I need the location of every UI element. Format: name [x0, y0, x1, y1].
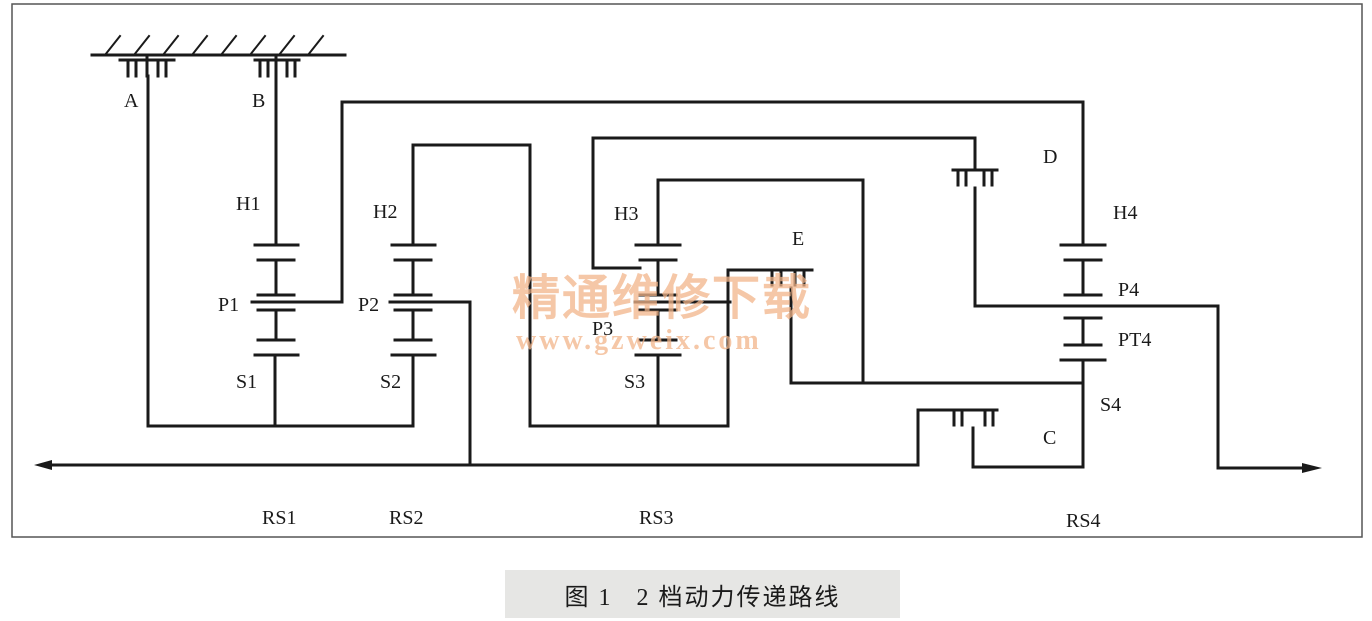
shaft-a-to-sun-gears: [146, 74, 415, 428]
label-e: E: [792, 228, 804, 250]
label-d: D: [1043, 146, 1057, 168]
clutch-e: [726, 268, 1085, 385]
label-h1: H1: [236, 193, 260, 215]
label-s1: S1: [236, 371, 257, 393]
watermark-title: 精通维修下载: [512, 272, 812, 325]
output-shaft: [1216, 304, 1307, 470]
label-p1: P1: [218, 294, 239, 316]
label-c: C: [1043, 427, 1056, 449]
brake-b: [253, 53, 301, 78]
planetary-set-2: [388, 143, 730, 467]
watermark-url: www.gzweix.com: [516, 325, 762, 356]
label-rs1: RS1: [262, 507, 296, 529]
brake-a: [118, 53, 176, 78]
label-p2: P2: [358, 294, 379, 316]
diagram-frame: [11, 3, 1363, 538]
caption-number: 图 1: [564, 584, 613, 611]
output-arrow-icon: [1302, 463, 1322, 473]
clutch-c: [916, 408, 1085, 469]
label-rs4: RS4: [1066, 510, 1100, 532]
clutch-d: [951, 136, 1220, 308]
planetary-set-4: [1059, 243, 1107, 469]
label-h2: H2: [373, 201, 397, 223]
label-h3: H3: [614, 203, 638, 225]
label-s3: S3: [624, 371, 645, 393]
label-rs3: RS3: [639, 507, 673, 529]
input-arrow-icon: [34, 460, 52, 470]
label-h4: H4: [1113, 202, 1137, 224]
label-p4: P4: [1118, 279, 1139, 301]
caption-title: 2 档动力传递路线: [636, 584, 841, 611]
label-p3: P3: [592, 318, 613, 340]
label-rs2: RS2: [389, 507, 423, 529]
planetary-set-1: [250, 74, 344, 357]
housing-ground: [90, 34, 347, 57]
label-a: A: [124, 90, 139, 112]
planetary-set-3: [591, 136, 977, 428]
label-s2: S2: [380, 371, 401, 393]
figure-caption: 图 1 2 档动力传递路线: [505, 570, 900, 618]
label-b: B: [252, 90, 265, 112]
label-pt4: PT4: [1118, 329, 1151, 351]
label-s4: S4: [1100, 394, 1121, 416]
carrier-p1-to-ring-h4: [340, 100, 1085, 304]
